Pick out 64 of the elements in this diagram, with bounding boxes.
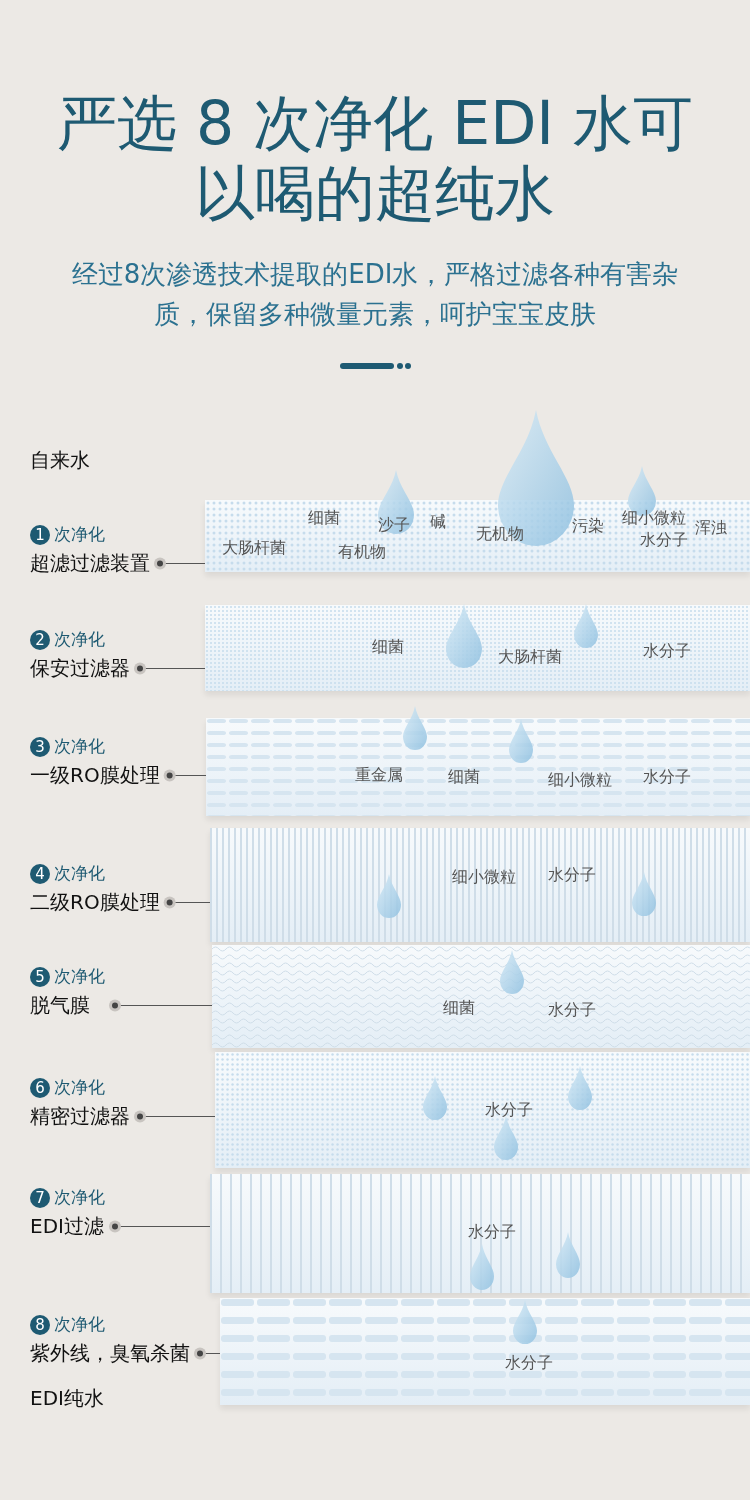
stage-label: 自来水 — [30, 447, 90, 474]
particle-label: 水分子 — [640, 530, 688, 551]
particle-label: 污染 — [572, 516, 604, 537]
particle-label: 水分子 — [468, 1222, 516, 1243]
step-number-badge: 3 — [30, 736, 50, 757]
leader-line — [163, 769, 207, 782]
particle-label: 细菌 — [372, 637, 404, 658]
particle-label: 细小微粒 — [622, 508, 686, 529]
step-number-badge: 4 — [30, 863, 50, 884]
filter-layer — [205, 605, 750, 691]
particle-label: 细小微粒 — [452, 867, 516, 888]
leader-line — [134, 1110, 216, 1123]
particle-label: 细菌 — [448, 767, 480, 788]
particle-label: 水分子 — [643, 767, 691, 788]
step-number-badge: 8 — [30, 1314, 50, 1335]
filter-layer — [215, 1052, 750, 1168]
particle-label: 有机物 — [338, 542, 386, 563]
particle-label: 大肠杆菌 — [222, 538, 286, 559]
step-name: 保安过滤器 — [30, 655, 130, 682]
particle-label: 水分子 — [485, 1100, 533, 1121]
step-number-badge: 2 — [30, 629, 50, 650]
step-label: 次净化 — [54, 1314, 105, 1334]
step-label: 次净化 — [54, 966, 105, 986]
particle-label: 细菌 — [443, 998, 475, 1019]
particle-label: 碱 — [430, 512, 446, 533]
step-label: 次净化 — [54, 629, 105, 649]
step-label: 次净化 — [54, 736, 105, 756]
step-label: 次净化 — [54, 1077, 105, 1097]
step-label: 次净化 — [54, 524, 105, 544]
particle-label: 重金属 — [355, 765, 403, 786]
step-name: 紫外线，臭氧杀菌 — [30, 1340, 190, 1367]
particle-label: 水分子 — [548, 865, 596, 886]
leader-line — [154, 557, 206, 570]
particle-label: 水分子 — [548, 1000, 596, 1021]
step-number-badge: 5 — [30, 966, 50, 987]
leader-line — [134, 662, 206, 675]
particle-label: 细菌 — [308, 508, 340, 529]
particle-label: 水分子 — [643, 641, 691, 662]
subtitle: 经过8次渗透技术提取的EDI水，严格过滤各种有害杂质，保留多种微量元素，呵护宝宝皮肤 — [70, 258, 680, 331]
particle-label: 浑浊 — [695, 518, 727, 539]
title: 严选 8 次净化 EDI 水可以喝的超纯水 — [55, 88, 695, 228]
particle-label: 细小微粒 — [548, 770, 612, 791]
step-label: 次净化 — [54, 1187, 105, 1207]
step-label: 次净化 — [54, 863, 105, 883]
particle-label: 大肠杆菌 — [498, 647, 562, 668]
stage-label: EDI纯水 — [30, 1385, 104, 1412]
leader-line — [109, 1220, 211, 1233]
filter-layer — [206, 718, 750, 816]
particle-label: 沙子 — [378, 515, 410, 536]
step-name: 超滤过滤装置 — [30, 550, 150, 577]
step-name: 精密过滤器 — [30, 1103, 130, 1130]
leader-line — [109, 999, 213, 1012]
leader-line — [194, 1347, 221, 1360]
step-number-badge: 1 — [30, 524, 50, 545]
step-name: 一级RO膜处理 — [30, 762, 160, 789]
step-name: 脱气膜 — [30, 992, 91, 1019]
particle-label: 无机物 — [476, 524, 524, 545]
step-number-badge: 7 — [30, 1187, 50, 1208]
filter-layer — [212, 945, 750, 1048]
step-name: 二级RO膜处理 — [30, 889, 160, 916]
step-name: EDI过滤 — [30, 1213, 105, 1240]
particle-label: 水分子 — [505, 1353, 553, 1374]
leader-line — [163, 896, 211, 909]
step-number-badge: 6 — [30, 1077, 50, 1098]
